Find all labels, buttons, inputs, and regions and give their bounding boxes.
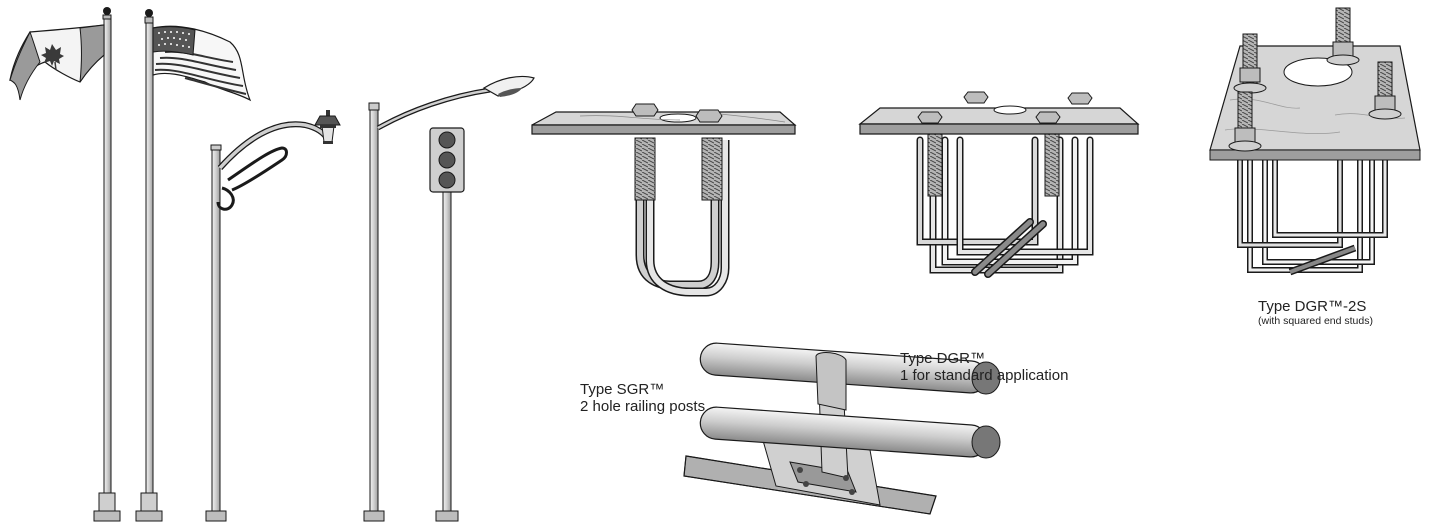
caption-sgr-desc: 2 hole railing posts (580, 398, 706, 416)
caption-dgr-title: Type DGR™ (900, 350, 986, 367)
threaded-stud (1233, 33, 1267, 94)
traffic-signal-pole (429, 127, 465, 522)
caption-dgr-2s: Type DGR™-2S (with squared end studs) (1258, 298, 1373, 327)
ornamental-lamp-post (205, 110, 341, 522)
caption-dgr-2s-desc: (with squared end studs) (1258, 315, 1373, 328)
caption-sgr-title: Type SGR™ (580, 381, 665, 398)
dgr-2s-anchor-assembly (1209, 7, 1421, 276)
canada-flag-pole (9, 7, 121, 522)
us-flag-pole (135, 9, 252, 522)
caption-dgr-desc: 1 for standard application (900, 367, 1069, 385)
guard-railing-post (683, 342, 1001, 515)
caption-dgr-2s-title: Type DGR™-2S (1258, 298, 1367, 315)
sgr-anchor-assembly (531, 103, 797, 297)
caption-sgr: Type SGR™ 2 hole railing posts (580, 381, 705, 416)
dgr-anchor-assembly (858, 91, 1140, 278)
street-light-pole (363, 75, 535, 522)
caption-dgr: Type DGR™ 1 for standard application (900, 350, 1068, 385)
